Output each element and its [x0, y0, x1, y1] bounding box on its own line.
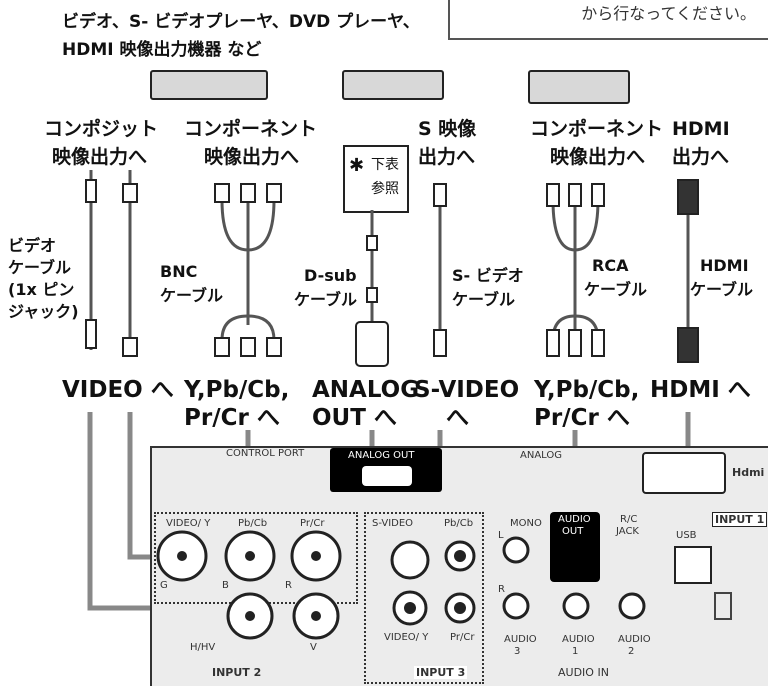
composite-output-label-1: コンポジット: [44, 118, 159, 140]
svideo-input-label-1: S-VIDEO: [414, 377, 520, 403]
v-label: V: [310, 642, 317, 653]
input3-label: INPUT 3: [414, 666, 468, 679]
ypbcb-rca-input-label-1: Y,Pb/Cb,: [534, 377, 640, 403]
disc-player-illustration: [528, 70, 630, 104]
source-devices-line2: HDMI 映像出力機器 など: [62, 40, 262, 60]
input2-label: INPUT 2: [212, 666, 262, 679]
r2-label: R: [498, 584, 505, 595]
video-cable-label-2: ケーブル: [8, 258, 72, 277]
rc-jack-label-2: JACK: [616, 526, 639, 537]
h-hv-label: H/HV: [190, 642, 216, 653]
ypbcb-bnc-input-label-1: Y,Pb/Cb,: [184, 377, 290, 403]
ypbcb-rca-input-label-2: Pr/Cr へ: [534, 405, 630, 431]
bnc-cable-label-1: BNC: [160, 262, 198, 281]
mono-label: MONO: [510, 518, 542, 529]
b-label: B: [222, 580, 229, 591]
hdmi-cable-label-2: ケーブル: [690, 280, 754, 299]
asterisk-icon: ✱: [349, 155, 365, 176]
svideo-jack-label: S-VIDEO: [372, 518, 414, 529]
hdmi-input-label: HDMI へ: [650, 377, 751, 403]
pb-cb-label: Pb/Cb: [238, 518, 268, 529]
video-y3-label: VIDEO/ Y: [384, 632, 429, 643]
rca-cable-label-1: RCA: [592, 256, 629, 275]
bnc-cable-label-2: ケーブル: [160, 286, 224, 305]
audio-in-label: AUDIO IN: [558, 666, 609, 679]
audio3-label-2: 3: [514, 646, 521, 657]
rca-cable-label-2: ケーブル: [584, 280, 648, 299]
audio2-label-2: 2: [628, 646, 635, 657]
rc-jack-label-1: R/C: [620, 514, 638, 525]
svideo-cable-label-2: ケーブル: [452, 290, 516, 309]
video-cable-label-4: ジャック): [8, 302, 79, 321]
analog-out-label: ANALOG OUT: [348, 450, 415, 461]
refer-table-line2: 参照: [371, 181, 399, 197]
analog-out-port[interactable]: ANALOG OUT: [330, 448, 442, 492]
dsub-cable-label-2: ケーブル: [294, 290, 358, 309]
svideo-cable-label-1: S- ビデオ: [452, 266, 524, 285]
note-text: から行なってください。: [581, 4, 756, 23]
pb-cb3-label: Pb/Cb: [444, 518, 474, 529]
hdmi-port[interactable]: [642, 452, 726, 494]
audio1-label-2: 1: [572, 646, 579, 657]
composite-output-label-2: 映像出力へ: [52, 146, 148, 168]
component-rca-output-label-1: コンポーネント: [530, 118, 664, 140]
audio-out-label-2: OUT: [562, 526, 584, 537]
video-cable-label-1: ビデオ: [8, 236, 57, 255]
input3-group: [364, 512, 484, 684]
analog-label: ANALOG: [520, 450, 562, 461]
l-label: L: [498, 530, 504, 541]
input1-label: INPUT 1: [712, 512, 768, 527]
lock-icon: [714, 592, 732, 620]
audio-out-label-1: AUDIO: [558, 514, 591, 525]
video-cable-label-3: (1x ピン: [8, 280, 75, 299]
audio1-label-1: AUDIO: [562, 634, 595, 645]
hdmi-output-label-2: 出力へ: [672, 146, 730, 168]
ypbcb-bnc-input-label-2: Pr/Cr へ: [184, 405, 280, 431]
analog-input-label-1: ANALOG: [312, 377, 420, 403]
hdmi-output-label-1: HDMI: [672, 118, 730, 140]
dsub-cable-label-1: D-sub: [304, 266, 357, 285]
refer-table-line1: 下表: [371, 157, 399, 173]
source-devices-line1: ビデオ、S- ビデオプレーヤ、DVD プレーヤ、: [62, 12, 420, 32]
component-bnc-output-label-2: 映像出力へ: [204, 146, 300, 168]
component-rca-output-label-2: 映像出力へ: [550, 146, 646, 168]
analog-input-label-2: OUT へ: [312, 405, 397, 431]
svideo-output-label-2: 出力へ: [418, 146, 476, 168]
usb-port[interactable]: [674, 546, 712, 584]
video-input-label: VIDEO へ: [62, 377, 174, 403]
audio2-label-1: AUDIO: [618, 634, 651, 645]
component-bnc-output-label-1: コンポーネント: [184, 118, 318, 140]
svideo-output-label-1: S 映像: [418, 118, 477, 140]
control-port-label: CONTROL PORT: [226, 448, 305, 459]
analog-out-socket: [362, 466, 412, 486]
pr-cr-label: Pr/Cr: [300, 518, 325, 529]
r-label: R: [285, 580, 292, 591]
note-box: から行なってください。: [448, 0, 768, 40]
audio3-label-1: AUDIO: [504, 634, 537, 645]
refer-table-box: ✱ 下表 参照: [343, 145, 409, 213]
g-label: G: [160, 580, 168, 591]
vcr-device-illustration: [150, 70, 268, 100]
hdmi-cable-label-1: HDMI: [700, 256, 749, 275]
audio-out-port[interactable]: AUDIO OUT: [550, 512, 600, 582]
usb-label: USB: [676, 530, 697, 541]
svideo-input-label-2: へ: [446, 405, 469, 431]
hdmi-logo: Hdmi: [732, 466, 765, 479]
dvd-player-illustration: [342, 70, 444, 100]
pr-cr3-label: Pr/Cr: [450, 632, 475, 643]
video-y-label: VIDEO/ Y: [166, 518, 211, 529]
